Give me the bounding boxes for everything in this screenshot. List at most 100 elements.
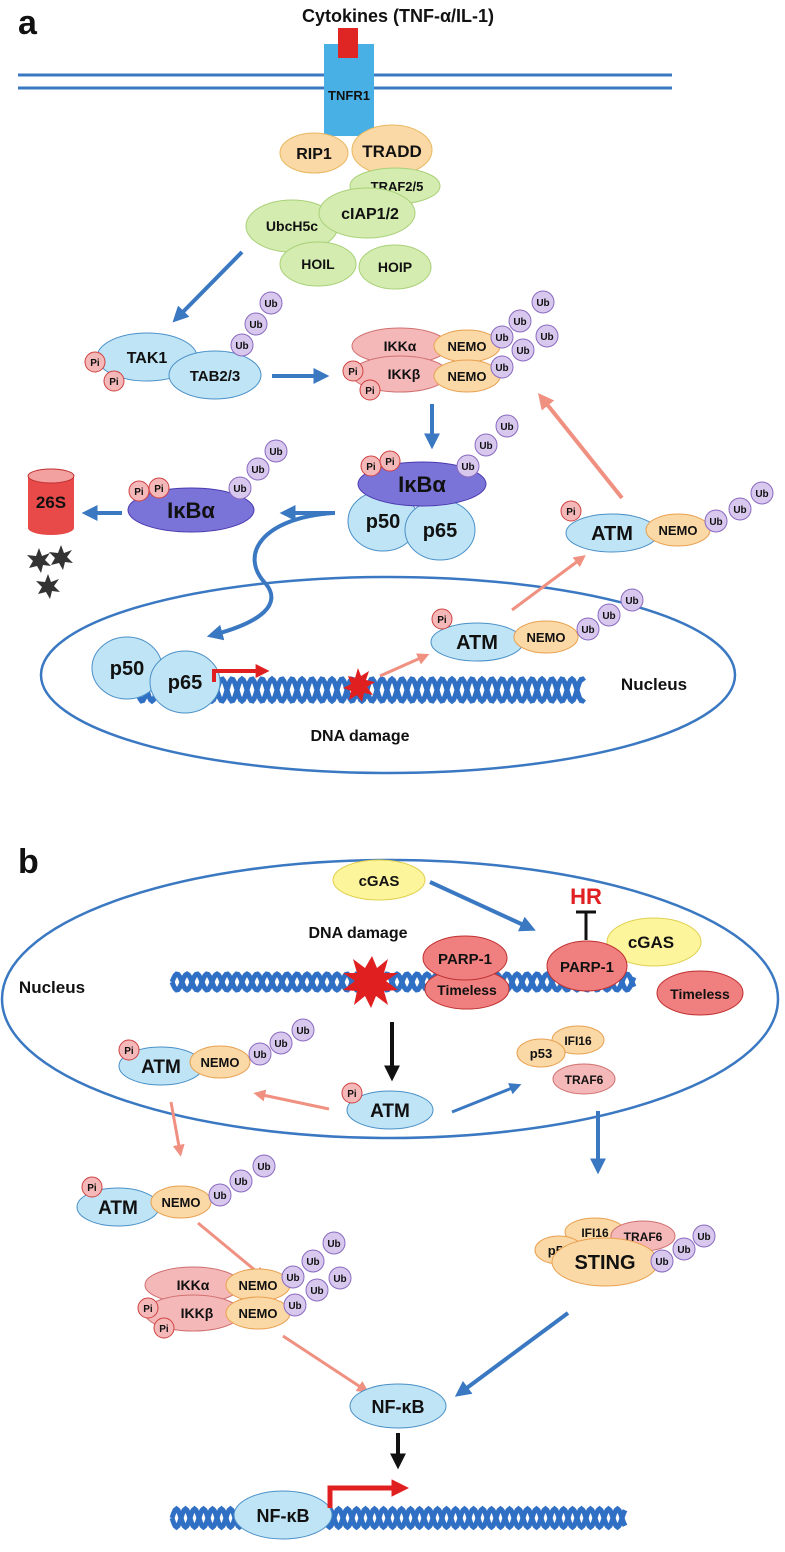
- ikk-complex-b: IKKα IKKβ NEMO NEMO Pi Pi Ub Ub Ub Ub Ub…: [137, 1231, 352, 1339]
- nucleus-a: [39, 575, 737, 775]
- ciap12-label: cIAP1/2: [341, 206, 399, 223]
- pi-badge: [560, 500, 582, 522]
- ub-badge: [244, 312, 268, 336]
- atm-nemo-nucleus-b: ATM NEMO Pi Ub Ub Ub: [118, 1018, 315, 1086]
- panel-b: b Nucleus cGAS HR DNA damage Timeless PA…: [0, 843, 780, 1540]
- cgas: [332, 859, 426, 901]
- ifi16-label: IFI16: [564, 1034, 592, 1048]
- ikk-alpha-label: IKKα: [177, 1277, 210, 1293]
- arrow-cgas-to-parp1: [429, 880, 536, 932]
- ikk-alpha-label: IKKα: [384, 338, 417, 354]
- panel-a: a Cytokines (TNF-α/IL-1) TNFR1 RIP1 TRAD…: [18, 4, 774, 775]
- tab23: [168, 350, 262, 400]
- ub-badge: [750, 481, 774, 505]
- ub-badge: [322, 1231, 346, 1255]
- ub-label: Ub: [625, 596, 638, 607]
- proteasome-label: 26S: [36, 493, 66, 512]
- ub-badge: [229, 1169, 253, 1193]
- tak1-label: TAK1: [127, 350, 168, 367]
- atm-label: ATM: [456, 632, 498, 654]
- nucleus-b: [0, 858, 780, 1140]
- ub-badge: [291, 1018, 315, 1042]
- pi-badge: [153, 1317, 175, 1339]
- ub-label: Ub: [235, 341, 248, 352]
- ub-label: Ub: [733, 505, 746, 516]
- parp1-label: PARP-1: [438, 951, 492, 968]
- transcription-arrow: [327, 1479, 409, 1508]
- atm-nucleus-a: ATM NEMO Pi Ub Ub Ub: [430, 588, 644, 662]
- ub-label: Ub: [495, 333, 508, 344]
- pi-label: Pi: [348, 367, 358, 378]
- traf6-label: TRAF6: [565, 1073, 604, 1087]
- ub-badge: [264, 439, 288, 463]
- ub-badge: [208, 1183, 232, 1207]
- ub-badge: [620, 588, 644, 612]
- pi-label: Pi: [365, 386, 375, 397]
- ub-badge: [535, 324, 559, 348]
- pi-label: Pi: [134, 487, 144, 498]
- nfkb-label: NF-κB: [256, 1506, 309, 1526]
- ub-label: Ub: [516, 346, 529, 357]
- receptor: Cytokines (TNF-α/IL-1) TNFR1: [302, 6, 494, 136]
- proteasome-26s: 26S: [27, 468, 75, 599]
- ub-label: Ub: [306, 1257, 319, 1268]
- arrow-to-ikk: [197, 1221, 266, 1280]
- p65: [149, 650, 221, 714]
- dna-damage-icon: [343, 956, 398, 1008]
- ub-badge: [281, 1265, 305, 1289]
- nemo-label: NEMO: [448, 339, 487, 354]
- p53: [516, 1038, 566, 1068]
- pi-badge: [118, 1039, 140, 1061]
- ub-badge: [328, 1266, 352, 1290]
- ub-label: Ub: [602, 611, 615, 622]
- nfkb: [233, 1490, 333, 1540]
- ub-label: Ub: [288, 1301, 301, 1312]
- pi-label: Pi: [437, 615, 447, 626]
- ikba-degraded: IκBα Pi Pi Ub Ub Ub: [127, 439, 288, 533]
- arrow-sting-to-nfkb: [454, 1311, 570, 1397]
- ub-badge: [490, 325, 514, 349]
- atm-label: ATM: [98, 1198, 138, 1219]
- ub-badge: [531, 290, 555, 314]
- ikk-beta-label: IKKβ: [388, 366, 421, 382]
- tab23-label: TAB2/3: [190, 368, 241, 385]
- ikba-label: IκBα: [398, 472, 446, 497]
- nemo-label: NEMO: [239, 1278, 278, 1293]
- ub-label: Ub: [286, 1273, 299, 1284]
- ikba-complex: p50 p65 IκBα Pi Pi Ub Ub Ub: [347, 414, 519, 561]
- ub-label: Ub: [233, 484, 246, 495]
- arrow-nf-kb-translocation: [206, 511, 334, 641]
- nfkb-label: NF-κB: [371, 1397, 424, 1417]
- ikba: [357, 461, 487, 507]
- ub-label: Ub: [327, 1239, 340, 1250]
- ub-badge: [259, 291, 283, 315]
- ub-badge: [508, 309, 532, 333]
- pi-badge: [103, 370, 125, 392]
- tradd-label: TRADD: [362, 142, 422, 161]
- arrow-atm-to-p53: [451, 1083, 522, 1114]
- arrow-atm-to-ikk: [538, 393, 624, 500]
- nemo: [189, 1045, 251, 1079]
- ub-badge: [728, 497, 752, 521]
- hoip-label: HOIP: [378, 259, 412, 275]
- p53-label: p53: [530, 1046, 552, 1061]
- ub-label: Ub: [697, 1232, 710, 1243]
- nemo: [513, 620, 579, 654]
- ub-label: Ub: [264, 299, 277, 310]
- ub-badge: [474, 433, 498, 457]
- ifi16-label: IFI16: [581, 1226, 609, 1240]
- pi-badge: [81, 1176, 103, 1198]
- pi-badge: [84, 351, 106, 373]
- pi-badge: [148, 477, 170, 499]
- ikba-label: IκBα: [167, 498, 215, 523]
- arrow-damage-to-atm: [379, 653, 430, 678]
- atm-cytoplasm-a: ATM NEMO Pi Ub Ub Ub: [560, 481, 774, 553]
- ub-badge: [576, 617, 600, 641]
- fragment-icon: [36, 574, 60, 599]
- ub-badge: [248, 1042, 272, 1066]
- p53-ifi16-traf6-nucleus: IFI16 p53 TRAF6: [516, 1025, 616, 1095]
- ciap12: [318, 187, 416, 239]
- tnfr1-label: TNFR1: [328, 88, 370, 103]
